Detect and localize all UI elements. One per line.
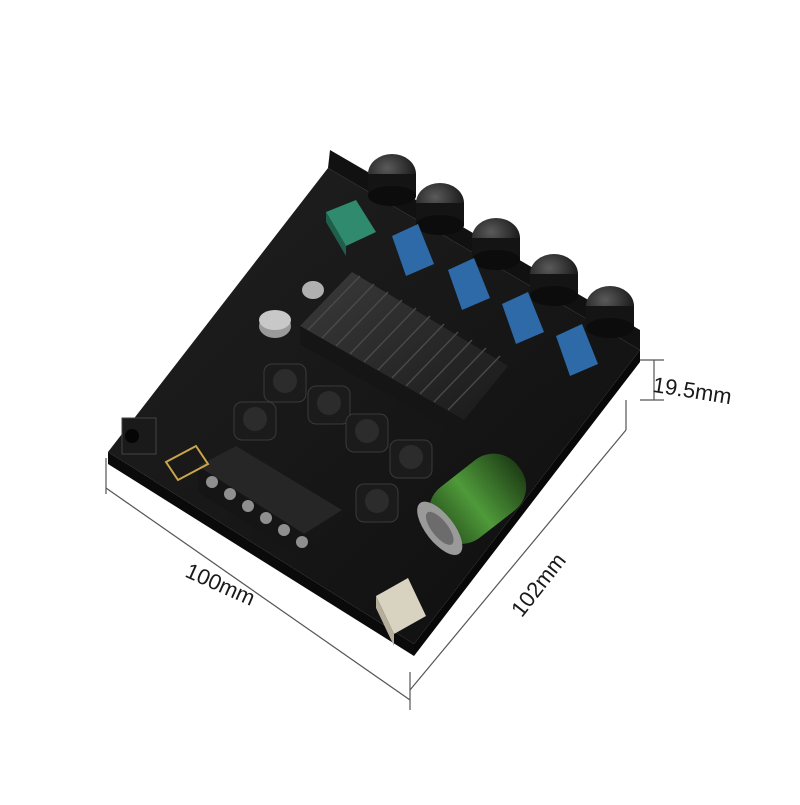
audio-jack (121, 417, 157, 455)
potentiometer-blue-1 (392, 224, 434, 276)
inductors (233, 363, 433, 523)
speaker-terminal-block (198, 446, 342, 560)
depth-line (409, 429, 627, 691)
bluetooth-antenna (164, 444, 210, 482)
heatsink (300, 272, 508, 438)
inductor-5 (389, 439, 433, 479)
knob-4 (530, 254, 578, 306)
potentiometer-blue-4 (556, 324, 598, 376)
knob-3 (472, 218, 520, 270)
potentiometer-blue-2 (448, 258, 490, 310)
dimension-lines (105, 359, 664, 710)
potentiometer-green (326, 200, 376, 246)
pcb-right-edge (414, 350, 640, 656)
electrolytic-capacitor (417, 453, 527, 555)
pcb-front-edge (108, 452, 414, 656)
dc-power-jack (376, 578, 426, 646)
width-line (105, 487, 411, 701)
inductor-1 (263, 363, 307, 403)
knob-5 (586, 286, 634, 338)
potentiometers (326, 200, 598, 376)
inductor-3 (233, 401, 277, 441)
knob-2 (416, 183, 464, 235)
inductor-2 (307, 385, 351, 425)
small-capacitors (259, 281, 324, 338)
small-capacitor-2 (302, 281, 324, 299)
volume-knobs (368, 154, 634, 338)
inductor-6 (355, 483, 399, 523)
inductor-4 (345, 413, 389, 453)
potentiometer-blue-3 (502, 292, 544, 344)
knob-1 (368, 154, 416, 206)
pcb-top-face (108, 168, 640, 644)
